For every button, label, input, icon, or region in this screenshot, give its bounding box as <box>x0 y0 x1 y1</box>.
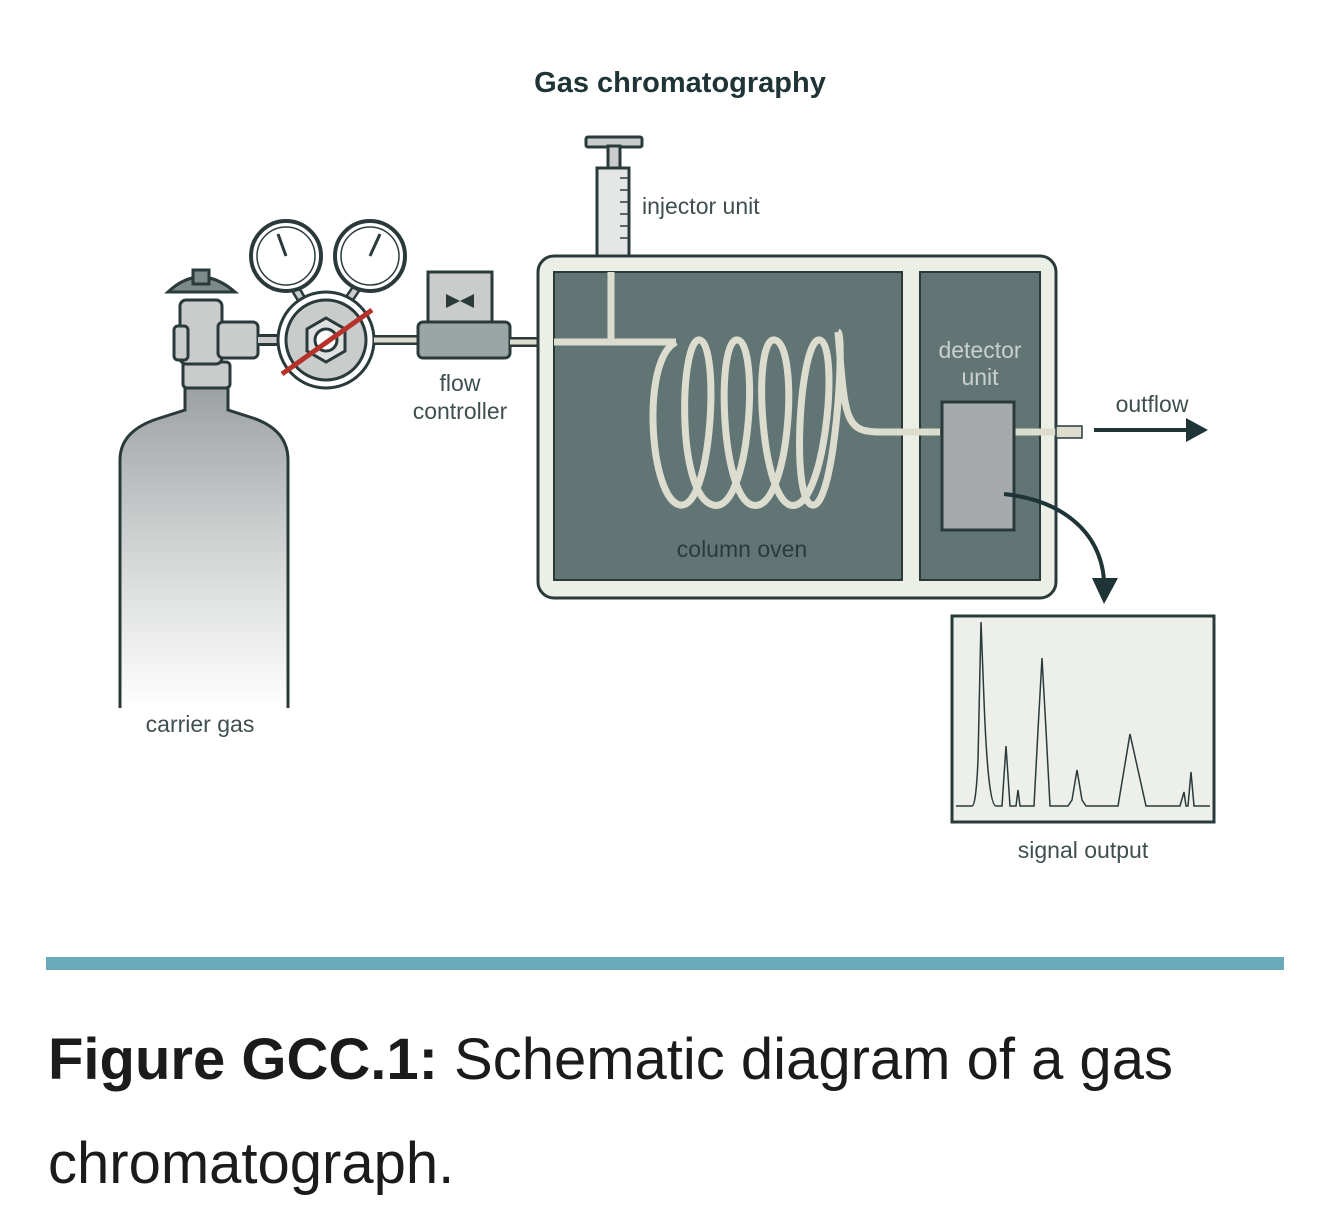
regulator-valve-handle <box>280 307 374 377</box>
flow-controller-label-line1: flow <box>440 370 481 396</box>
detector-unit <box>940 400 1016 532</box>
cylinder-valve <box>164 268 260 366</box>
signal-output-label: signal output <box>1018 837 1149 863</box>
column-oven-label: column oven <box>677 536 807 562</box>
carrier-gas-label: carrier gas <box>146 711 255 737</box>
flow-controller <box>416 270 542 360</box>
signal-arrow-icon <box>1003 492 1118 604</box>
injector-unit <box>584 135 644 258</box>
column-tubing <box>554 272 1056 509</box>
chromatogram-trace <box>956 621 1210 807</box>
flow-controller-label-line2: controller <box>413 398 508 424</box>
figure-caption-label: Figure GCC.1: <box>48 1027 438 1092</box>
diagram-title: Gas chromatography <box>534 67 826 99</box>
signal-output-display <box>950 614 1216 824</box>
pressure-gauge-left <box>249 219 323 293</box>
injector-unit-label: injector unit <box>642 193 760 219</box>
outflow-label: outflow <box>1116 391 1189 417</box>
pressure-regulator <box>258 277 420 390</box>
detector-unit-label-line2: unit <box>961 364 999 390</box>
gas-cylinder <box>118 360 290 708</box>
valve-symbol-icon <box>446 294 474 308</box>
figure-caption-text: Schematic diagram of a gas chromatograph… <box>48 1027 1173 1196</box>
outflow-arrow-icon <box>1094 418 1208 442</box>
figure-caption: Figure GCC.1: Schematic diagram of a gas… <box>48 1008 1298 1216</box>
caption-divider <box>46 957 1284 970</box>
pressure-gauge-right <box>333 219 407 293</box>
detector-unit-label-line1: detector <box>938 337 1021 363</box>
